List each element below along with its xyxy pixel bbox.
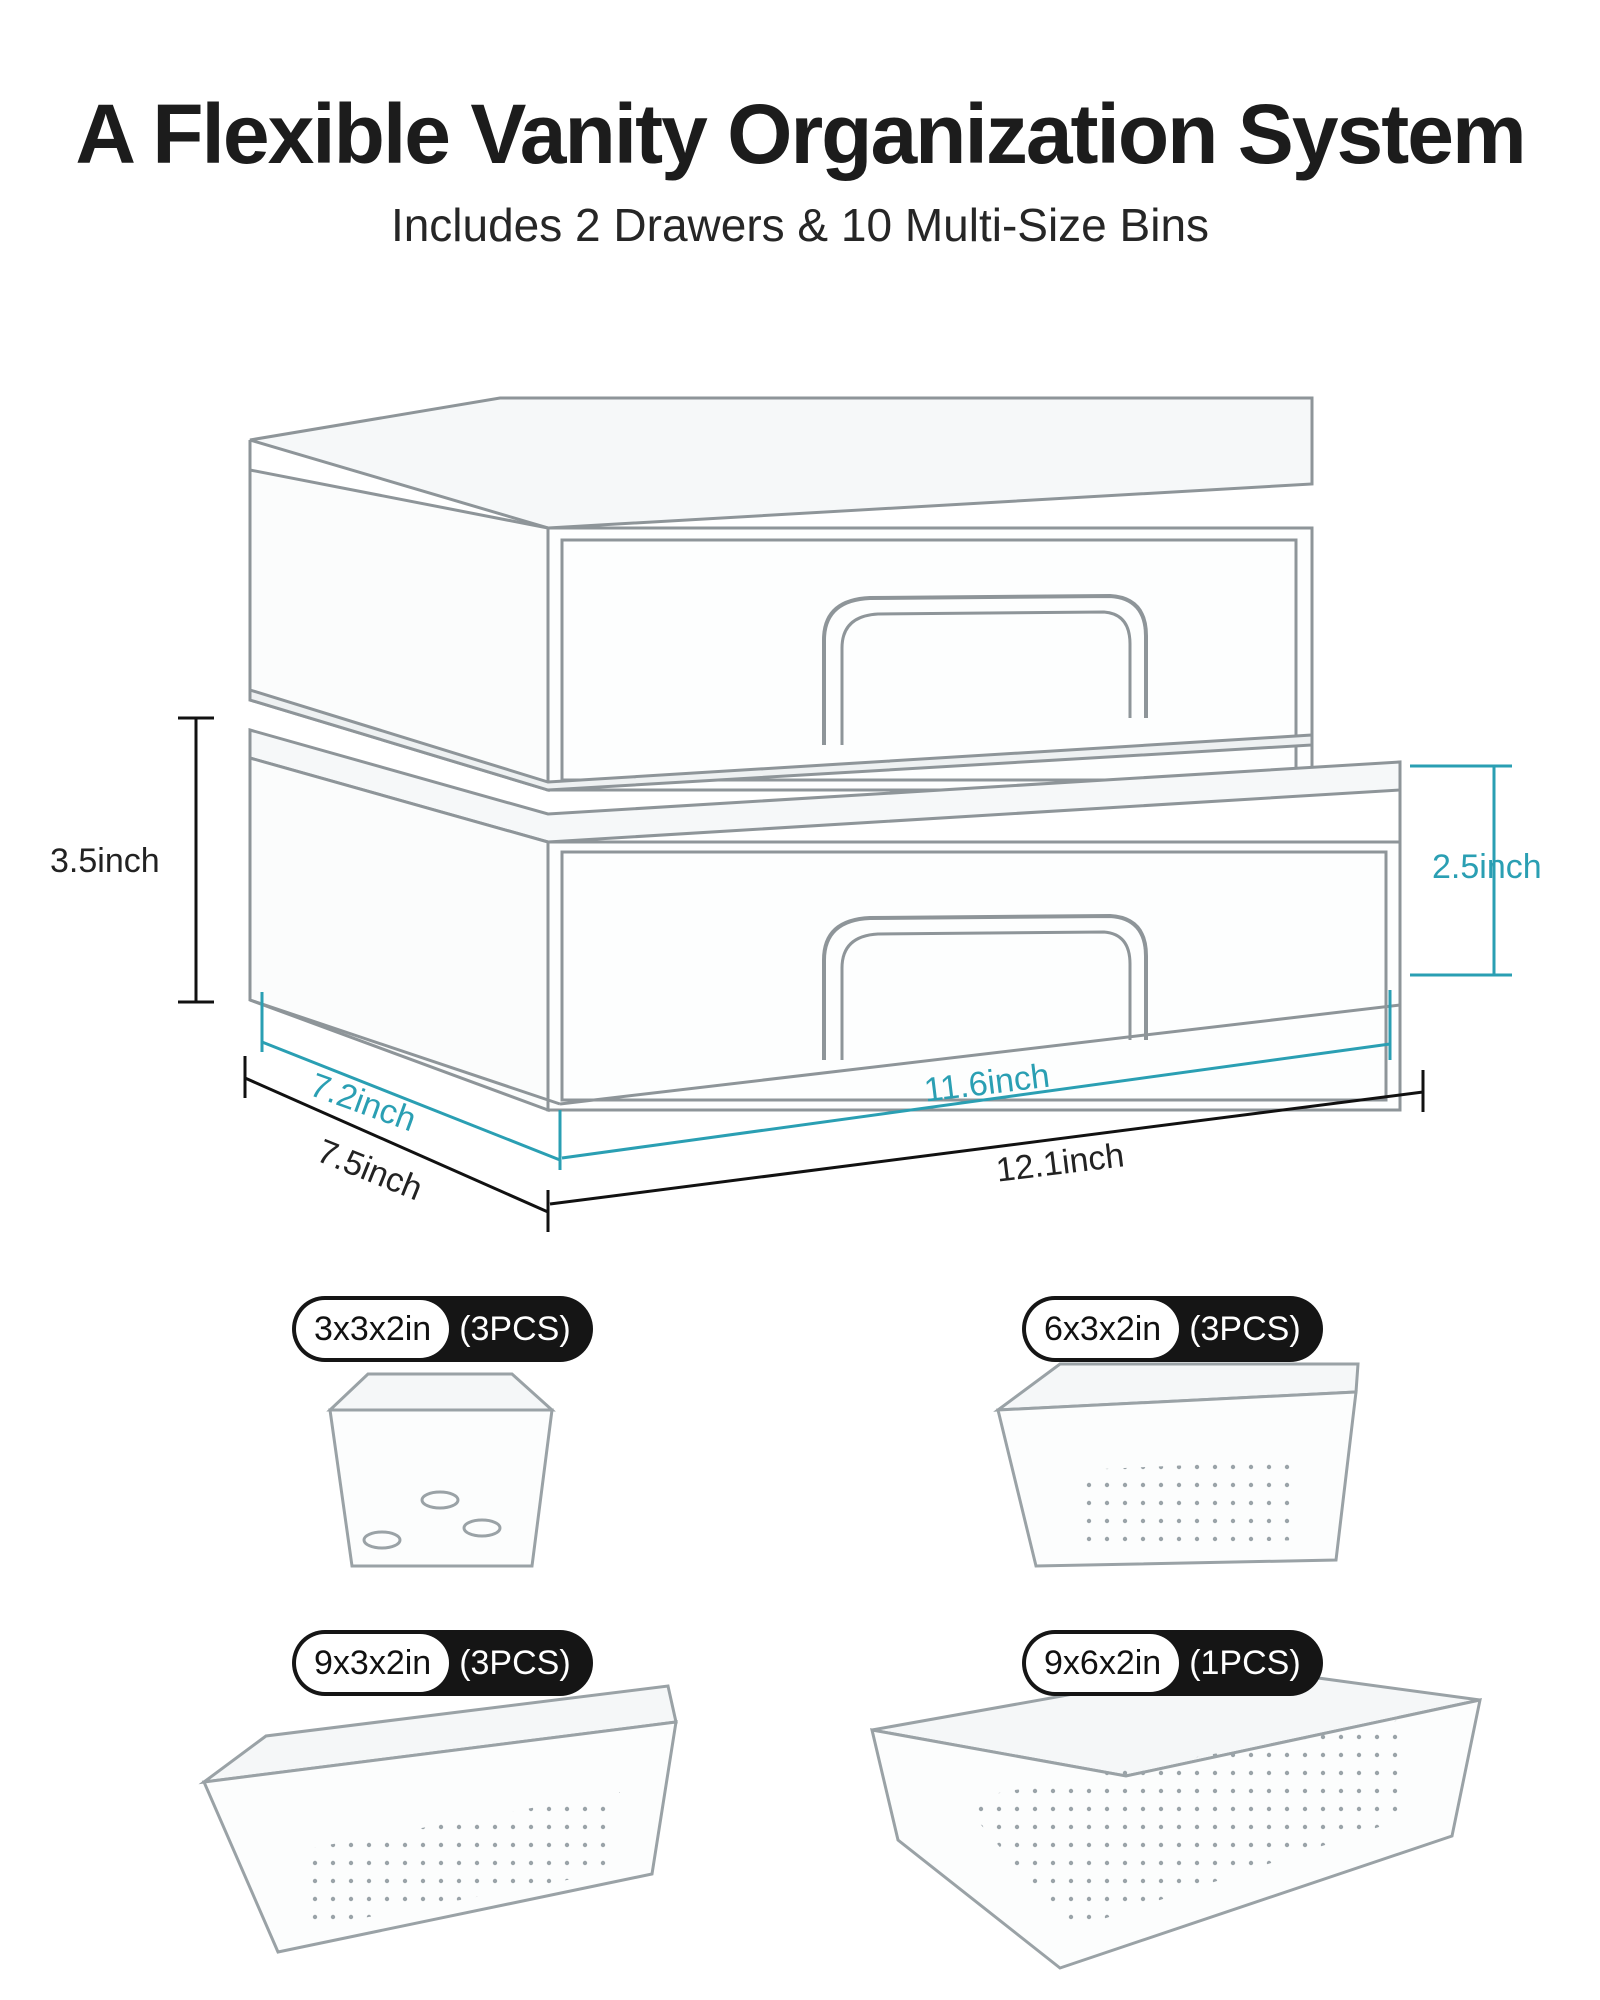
height-inner-label: 2.5inch — [1432, 848, 1542, 886]
bin-6x3x2-pill: 6x3x2in (3PCS) — [1022, 1296, 1323, 1362]
bin-9x3x2-illustration — [198, 1684, 678, 1954]
bin-3x3x2-pill: 3x3x2in (3PCS) — [292, 1296, 593, 1362]
inner-dimension-lines — [260, 764, 1512, 1170]
stacked-drawers — [248, 396, 1402, 1113]
dimension-lines — [178, 716, 1425, 1232]
bin-qty-label: (3PCS) — [459, 1643, 571, 1682]
bin-qty-label: (1PCS) — [1189, 1643, 1301, 1682]
bin-9x3x2-pill: 9x3x2in (3PCS) — [292, 1630, 593, 1696]
page-title: A Flexible Vanity Organization System — [75, 87, 1526, 181]
bin-9x6x2-pill: 9x6x2in (1PCS) — [1022, 1630, 1323, 1696]
bin-6x3x2-illustration — [993, 1362, 1360, 1568]
height-outer-label: 3.5inch — [50, 842, 160, 880]
page-subtitle: Includes 2 Drawers & 10 Multi-Size Bins — [390, 199, 1210, 251]
bin-size-label: 9x6x2in — [1026, 1634, 1180, 1692]
bin-3x3x2-illustration — [326, 1372, 556, 1568]
bin-qty-label: (3PCS) — [1189, 1309, 1301, 1348]
bin-9x6x2-illustration — [870, 1664, 1482, 1970]
bin-size-label: 3x3x2in — [296, 1300, 450, 1358]
bin-qty-label: (3PCS) — [459, 1309, 571, 1348]
bin-size-label: 9x3x2in — [296, 1634, 450, 1692]
bin-size-label: 6x3x2in — [1026, 1300, 1180, 1358]
